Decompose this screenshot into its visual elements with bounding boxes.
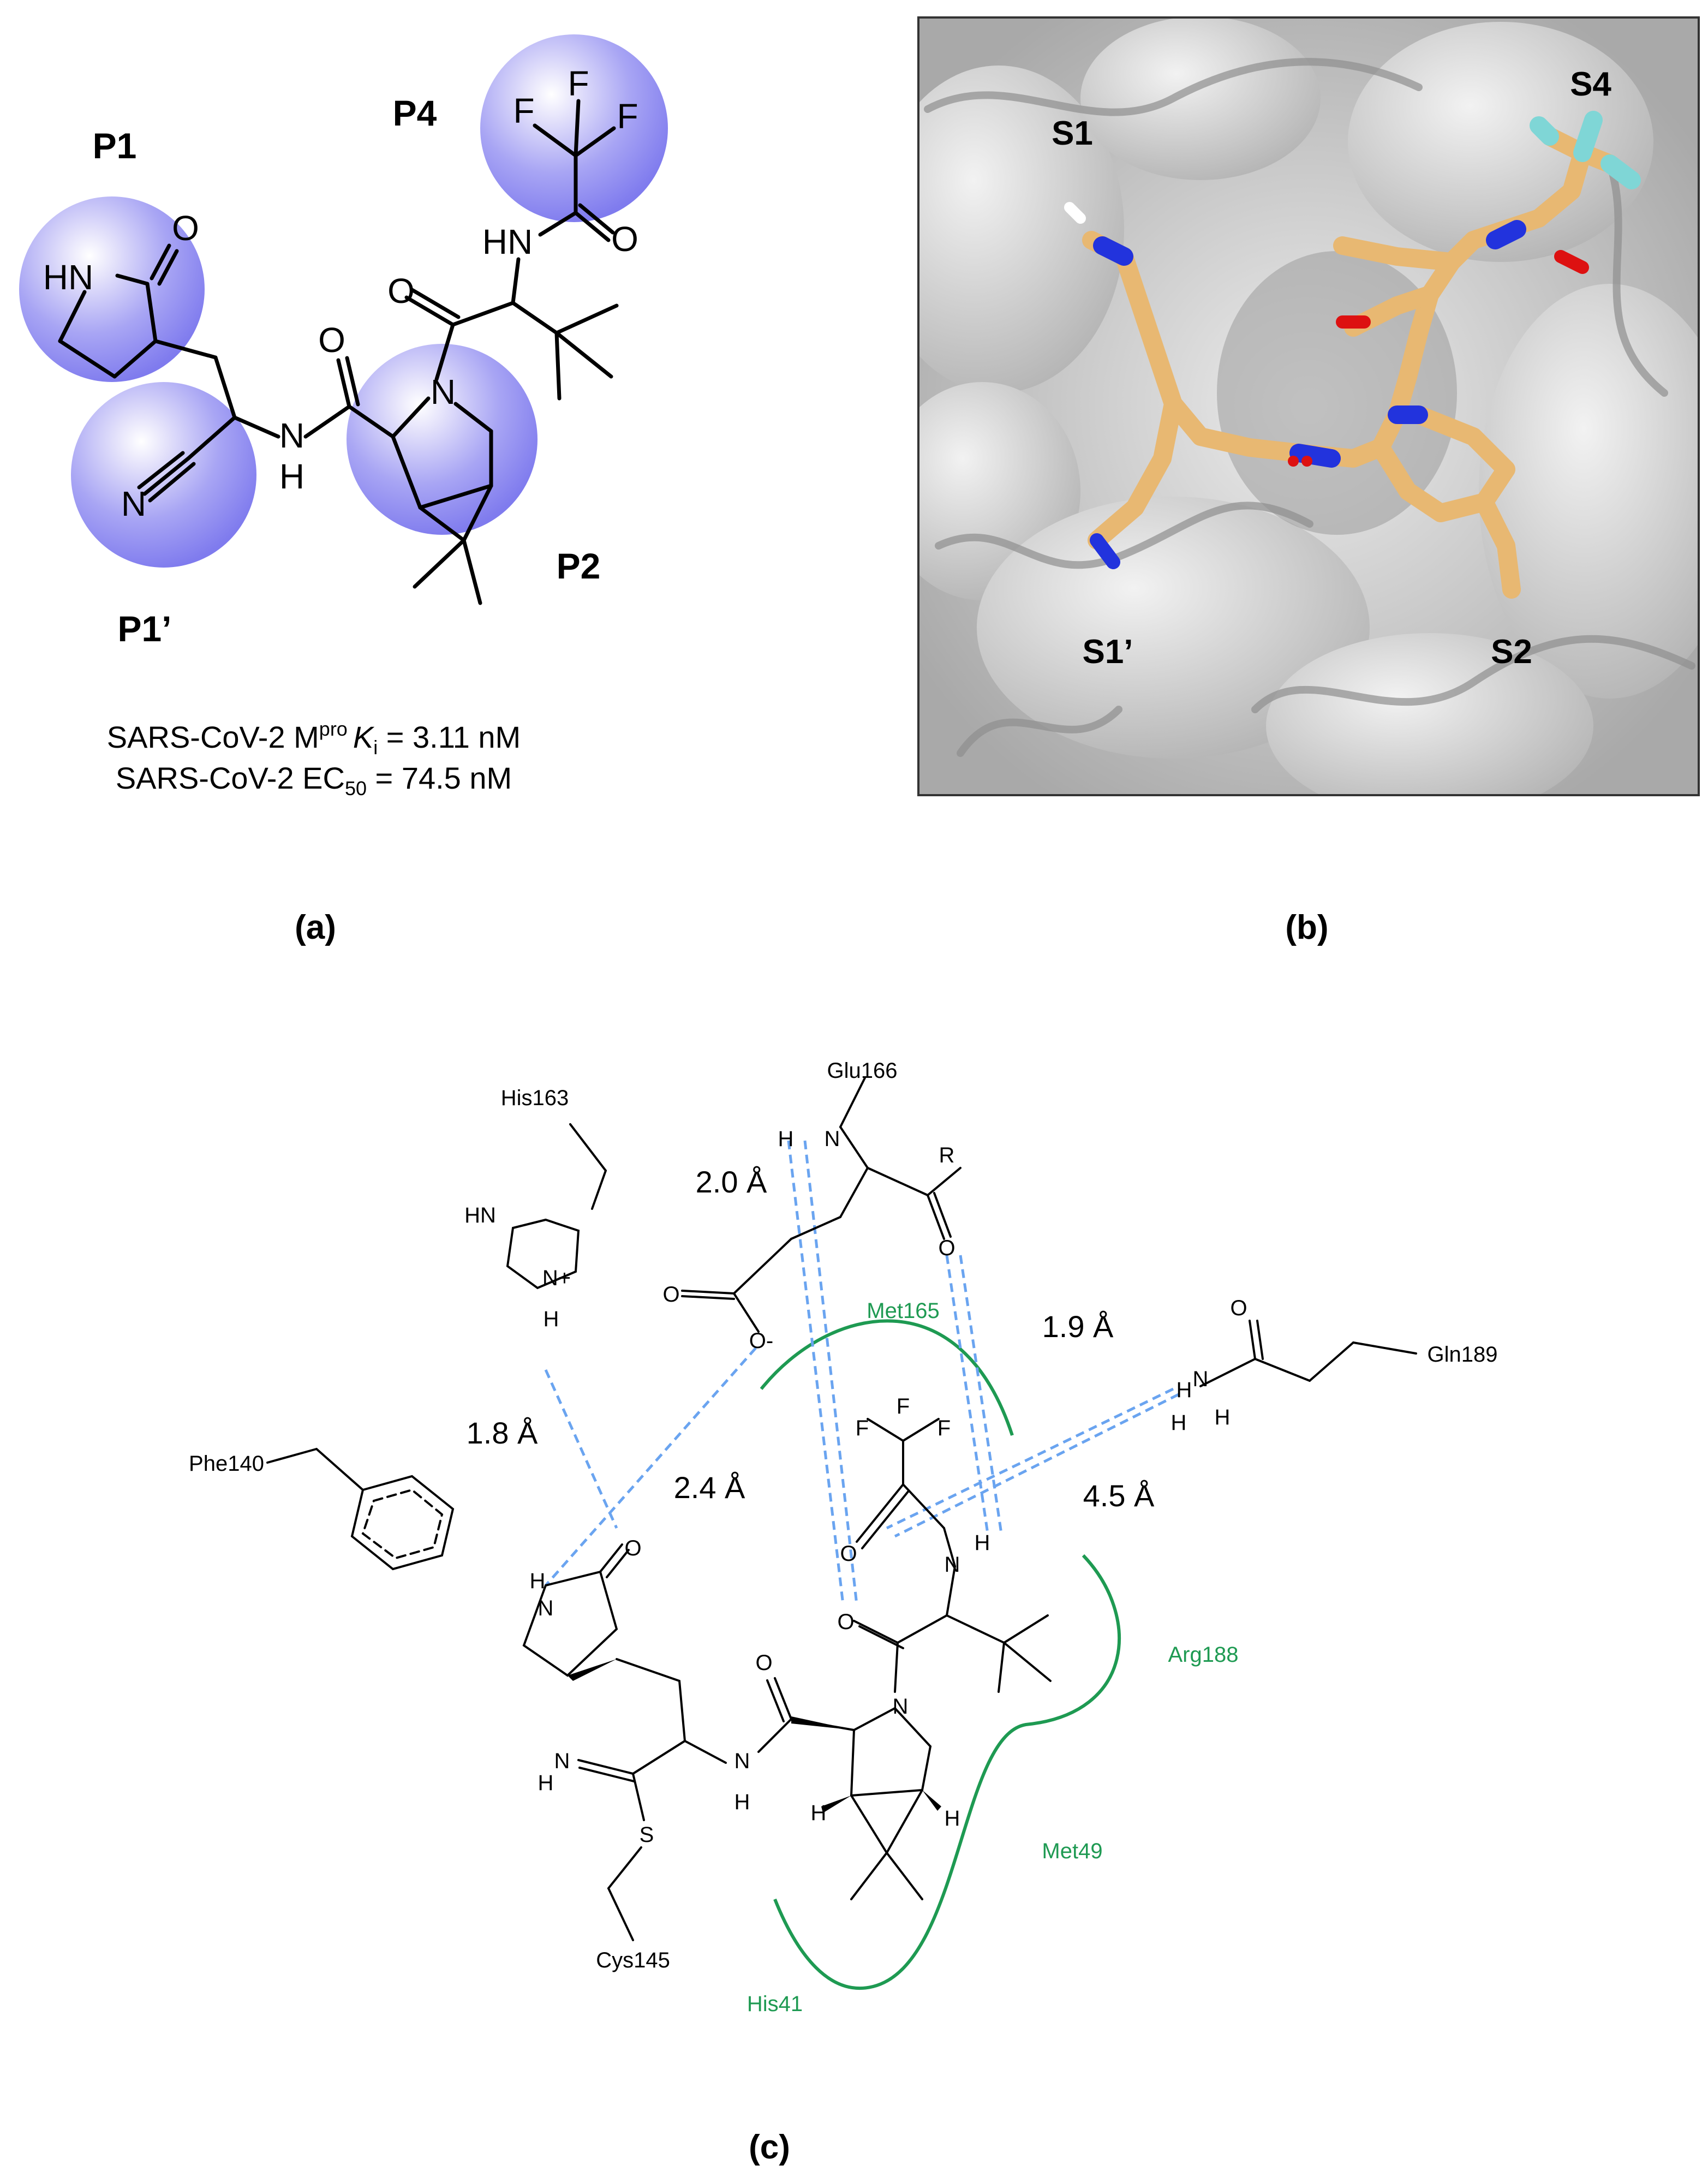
residue-his163: His163 — [501, 1086, 569, 1110]
pocket-met165: Met165 — [867, 1299, 939, 1323]
ki-sub: i — [373, 736, 378, 759]
p1prime-sphere — [71, 382, 256, 568]
svg-text:O: O — [938, 1236, 955, 1260]
atom-hn: HN — [43, 258, 93, 297]
panel-c-atoms: HN N+ H H N R O O O- O H N H H F F F O N… — [464, 1127, 1247, 1847]
svg-text:H: H — [734, 1790, 750, 1814]
residue-cys145: Cys145 — [596, 1948, 670, 1972]
label-s2: S2 — [1491, 633, 1532, 671]
ki-sup: pro — [319, 718, 348, 740]
label-s1prime: S1’ — [1082, 633, 1133, 671]
svg-text:N: N — [538, 1596, 554, 1620]
p1-sphere — [19, 196, 205, 382]
svg-text:H: H — [778, 1127, 794, 1151]
pocket-met49: Met49 — [1042, 1839, 1102, 1863]
panel-c-skeleton — [266, 1077, 1417, 1941]
ki-k: K — [353, 720, 375, 754]
atom-n-ring: N — [431, 372, 456, 411]
svg-text:S: S — [640, 1823, 654, 1847]
ligand-sticks — [1064, 111, 1641, 599]
panel-a-skeleton — [58, 99, 619, 605]
label-p4: P4 — [393, 93, 437, 133]
ec50-line: SARS-CoV-2 EC50 = 74.5 nM — [116, 761, 512, 800]
label-s1: S1 — [1052, 115, 1093, 152]
atom-nh-h: H — [279, 457, 304, 496]
residue-gln189: Gln189 — [1428, 1343, 1498, 1367]
panel-a-atoms: HN O N N H O N O HN O F F F — [43, 64, 638, 523]
label-p1prime: P1’ — [117, 609, 171, 649]
svg-text:N: N — [734, 1749, 750, 1773]
svg-text:HN: HN — [464, 1203, 496, 1227]
svg-text:O: O — [840, 1542, 857, 1566]
svg-text:H: H — [811, 1801, 827, 1825]
svg-text:H: H — [975, 1531, 990, 1555]
atom-hn-top: HN — [482, 222, 533, 261]
distance-4-5: 4.5 Å — [1083, 1478, 1155, 1513]
distance-1-9: 1.9 Å — [1042, 1309, 1114, 1344]
p4-sphere — [480, 34, 668, 222]
svg-text:N: N — [554, 1749, 570, 1773]
svg-text:H: H — [544, 1307, 559, 1331]
atom-n-nitrile: N — [121, 484, 146, 523]
svg-text:O: O — [662, 1283, 679, 1307]
caption-b: (b) — [1285, 909, 1328, 946]
atom-f2: F — [568, 64, 589, 103]
atom-f1: F — [513, 91, 534, 130]
distance-2-4: 2.4 Å — [674, 1470, 745, 1505]
distance-1-8: 1.8 Å — [467, 1416, 538, 1450]
label-p2: P2 — [557, 546, 601, 586]
svg-text:F: F — [856, 1416, 869, 1440]
caption-c: (c) — [749, 2128, 790, 2166]
svg-text:N: N — [945, 1553, 960, 1577]
svg-text:N: N — [825, 1127, 840, 1151]
distance-2-0: 2.0 Å — [696, 1165, 767, 1199]
residue-glu166: Glu166 — [827, 1059, 898, 1083]
panel-c: HN N+ H H N R O O O- O H N H H F F F O N… — [189, 1059, 1497, 2166]
svg-text:F: F — [937, 1416, 951, 1440]
panel-b-frame — [917, 16, 1700, 796]
atom-o4: O — [611, 219, 638, 259]
atom-o2: O — [318, 320, 345, 360]
svg-text:O: O — [624, 1536, 641, 1560]
caption-a: (a) — [295, 909, 336, 946]
svg-text:H: H — [945, 1806, 960, 1830]
svg-text:N: N — [893, 1695, 909, 1719]
pocket-arg188: Arg188 — [1168, 1643, 1239, 1667]
ec50-sub: 50 — [345, 777, 367, 800]
svg-text:O: O — [1230, 1296, 1247, 1320]
panel-a: HN O N N H O N O HN O F F F P1 P4 P2 P1’… — [19, 34, 668, 946]
svg-text:H: H — [1215, 1405, 1231, 1429]
atom-o3: O — [387, 271, 415, 311]
ec50-prefix: SARS-CoV-2 EC — [116, 761, 345, 795]
svg-text:H: H — [530, 1569, 546, 1593]
label-s4: S4 — [1570, 65, 1611, 103]
pocket-his41: His41 — [747, 1992, 803, 2016]
hbonds — [544, 1140, 1180, 1605]
atom-o1: O — [172, 208, 199, 248]
pocket-arcs — [760, 1319, 1121, 1990]
svg-text:H: H — [1177, 1378, 1192, 1402]
svg-text:N: N — [1193, 1367, 1209, 1391]
svg-text:N+: N+ — [542, 1266, 571, 1290]
svg-text:H: H — [538, 1771, 554, 1795]
protein-surface — [918, 17, 1699, 795]
ki-prefix: SARS-CoV-2 M — [107, 720, 319, 754]
ec50-value: = 74.5 nM — [367, 761, 512, 795]
svg-text:F: F — [897, 1394, 910, 1418]
svg-text:O: O — [755, 1651, 772, 1675]
wedge-bonds — [568, 1659, 941, 1813]
svg-text:H: H — [1171, 1411, 1187, 1435]
ki-value: = 3.11 nM — [378, 720, 521, 754]
svg-text:O-: O- — [749, 1329, 773, 1353]
panel-b: S1 S4 S1’ S2 (b) — [917, 16, 1700, 946]
residue-phe140: Phe140 — [189, 1452, 264, 1476]
atom-nh-n: N — [279, 416, 304, 455]
svg-text:O: O — [837, 1610, 854, 1634]
svg-text:R: R — [939, 1143, 955, 1167]
atom-f3: F — [617, 97, 638, 136]
label-p1: P1 — [93, 126, 137, 166]
